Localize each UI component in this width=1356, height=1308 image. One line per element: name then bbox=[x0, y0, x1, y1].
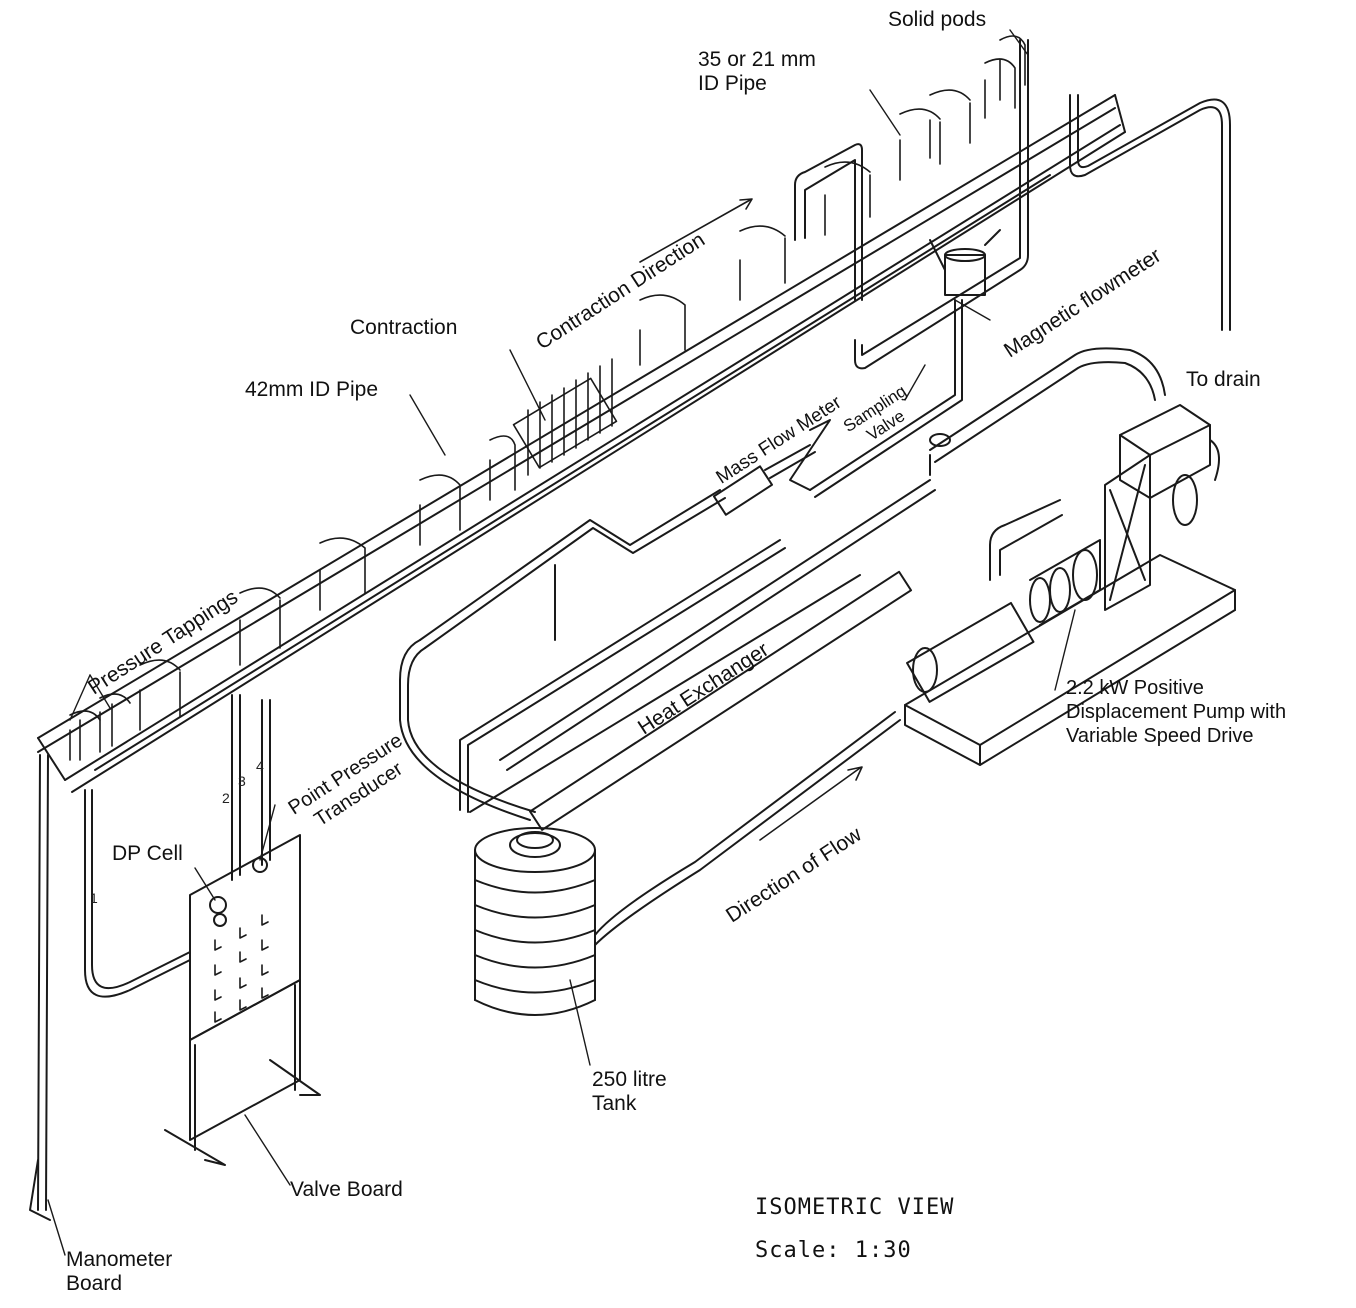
magnetic-flowmeter-body bbox=[929, 229, 1001, 296]
line-number-2: 2 bbox=[222, 790, 230, 806]
contraction-valves bbox=[512, 358, 618, 476]
label-manometer-line1: Manometer bbox=[66, 1248, 173, 1271]
suction-line bbox=[594, 711, 901, 946]
main-pipe-rail bbox=[37, 94, 1126, 793]
heat-exchanger-loop bbox=[459, 433, 951, 831]
label-tank-line1: 250 litre bbox=[592, 1068, 667, 1091]
drain-line bbox=[1069, 94, 1231, 331]
label-manometer-board: Manometer Board bbox=[66, 1248, 172, 1296]
leader-lines bbox=[47, 29, 1076, 1256]
label-manometer-line2: Board bbox=[66, 1272, 123, 1295]
direction-arrows bbox=[639, 198, 863, 841]
label-dp-cell: DP Cell bbox=[112, 842, 183, 865]
label-pipe-35-21-line1: 35 or 21 mm bbox=[698, 48, 816, 71]
pump-assembly bbox=[904, 404, 1236, 766]
valve-handles bbox=[214, 914, 269, 1023]
label-pump-line2: Displacement Pump with bbox=[1066, 701, 1287, 723]
label-pump: 2.2 kW Positive Displacement Pump with V… bbox=[1066, 676, 1286, 748]
valve-board-frame bbox=[164, 694, 321, 1166]
mass-flow-line bbox=[419, 444, 816, 649]
tank-drawing bbox=[474, 827, 596, 1016]
title-view: ISOMETRIC VIEW bbox=[755, 1195, 955, 1220]
label-valve-board: Valve Board bbox=[290, 1178, 403, 1201]
label-tank: 250 litre Tank bbox=[592, 1068, 667, 1116]
title-scale: Scale: 1:30 bbox=[755, 1238, 912, 1263]
pressure-tapping-pods bbox=[69, 35, 1026, 761]
label-pump-line1: 2.2 kW Positive bbox=[1066, 677, 1204, 699]
label-pump-line3: Variable Speed Drive bbox=[1066, 725, 1254, 747]
pump-return-pipe bbox=[929, 347, 1166, 463]
tank-feed bbox=[399, 639, 536, 821]
label-to-drain: To drain bbox=[1186, 368, 1261, 391]
manometer-board bbox=[29, 754, 191, 1221]
line-number-3: 3 bbox=[238, 773, 246, 789]
label-tank-line2: Tank bbox=[592, 1092, 637, 1115]
label-pipe-35-21-line2: ID Pipe bbox=[698, 72, 767, 95]
line-number-1: 1 bbox=[90, 890, 98, 906]
sampling-line bbox=[789, 299, 963, 498]
line-number-4: 4 bbox=[256, 758, 264, 774]
label-pipe-35-21: 35 or 21 mm ID Pipe bbox=[698, 48, 816, 96]
label-solid-pods: Solid pods bbox=[888, 8, 987, 31]
pipe-loop-upper bbox=[794, 39, 1029, 370]
label-contraction: Contraction bbox=[350, 316, 458, 339]
label-pipe-42: 42mm ID Pipe bbox=[245, 378, 379, 401]
